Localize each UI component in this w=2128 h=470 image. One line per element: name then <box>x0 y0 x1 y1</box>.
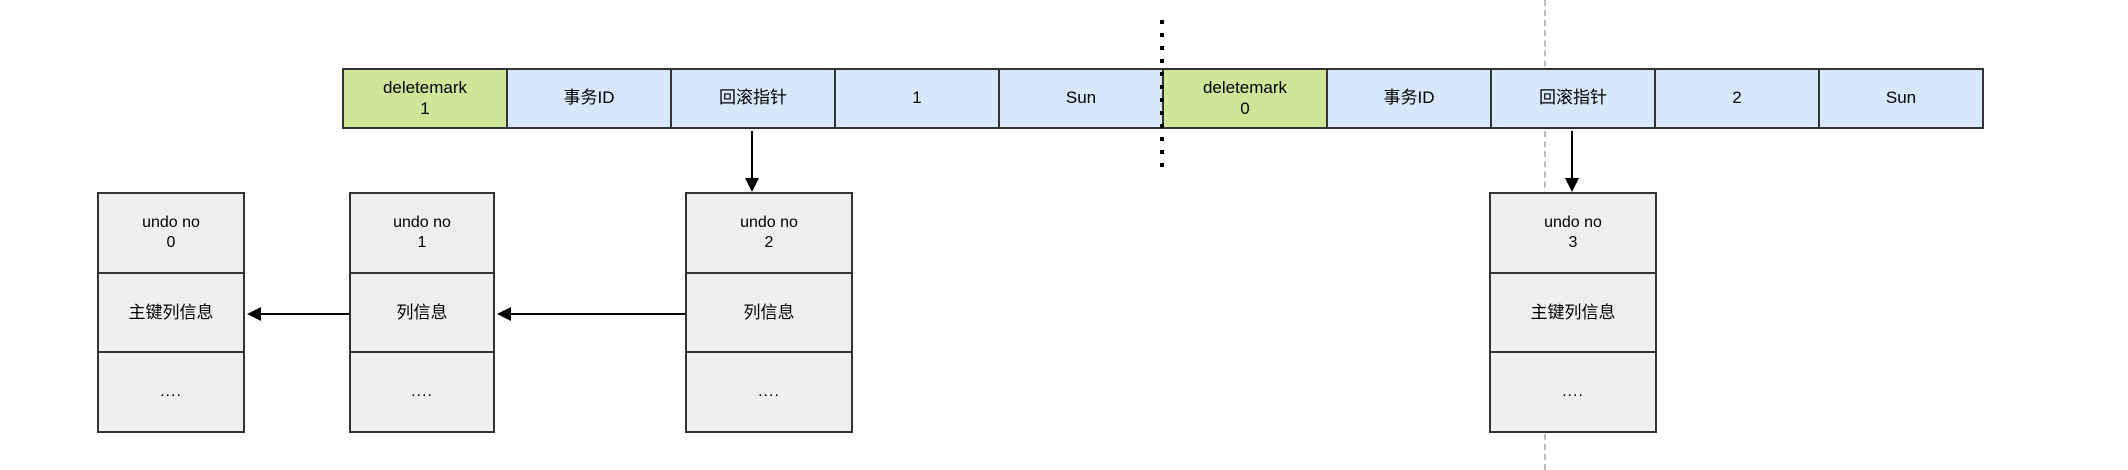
undo-box-1-info: 列信息 <box>351 271 493 352</box>
rollback-arrow-1-line <box>751 131 753 180</box>
chain-arrow-1to0-line <box>261 313 349 315</box>
undo-box-2-title: undo no 2 <box>687 194 851 272</box>
undo-box-0-title-label: undo no 0 <box>142 213 200 251</box>
record1-rollback-pointer-cell: 回滚指针 <box>670 68 836 129</box>
record2-name-value: Sun <box>1885 88 1917 108</box>
undo-box-1-ellipsis-label: .... <box>411 383 433 401</box>
undo-box-3-ellipsis: .... <box>1491 351 1655 431</box>
undo-box-0-info: 主键列信息 <box>99 271 243 352</box>
record1-deletemark-cell: deletemark 1 <box>342 68 508 129</box>
undo-box-2-ellipsis-label: .... <box>758 383 780 401</box>
undo-box-1-title: undo no 1 <box>351 194 493 272</box>
record2-id-value: 2 <box>1732 88 1742 108</box>
record-row: deletemark 1 事务ID 回滚指针 1 Sun deletemark … <box>342 68 1984 129</box>
record2-trx-id-label: 事务ID <box>1383 88 1435 108</box>
undo-box-3: undo no 3 主键列信息 .... <box>1489 192 1657 433</box>
record1-trx-id-cell: 事务ID <box>506 68 672 129</box>
record1-name-value: Sun <box>1065 88 1097 108</box>
undo-box-0-info-label: 主键列信息 <box>128 302 214 322</box>
undo-box-3-info: 主键列信息 <box>1491 271 1655 352</box>
record-separator-dotted-line <box>1160 20 1164 172</box>
undo-box-2-info-label: 列信息 <box>743 302 795 322</box>
undo-box-3-title-label: undo no 3 <box>1544 213 1602 251</box>
record1-deletemark-label: deletemark 1 <box>382 78 468 118</box>
undo-box-2: undo no 2 列信息 .... <box>685 192 853 433</box>
record2-trx-id-cell: 事务ID <box>1326 68 1492 129</box>
record2-name-cell: Sun <box>1818 68 1984 129</box>
record2-rollback-pointer-cell: 回滚指针 <box>1490 68 1656 129</box>
undo-box-2-info: 列信息 <box>687 271 851 352</box>
undo-box-3-info-label: 主键列信息 <box>1530 302 1616 322</box>
rollback-arrow-1-head-icon <box>745 178 759 192</box>
record2-deletemark-cell: deletemark 0 <box>1162 68 1328 129</box>
undo-box-0: undo no 0 主键列信息 .... <box>97 192 245 433</box>
record1-name-cell: Sun <box>998 68 1164 129</box>
undo-box-1: undo no 1 列信息 .... <box>349 192 495 433</box>
undo-box-3-title: undo no 3 <box>1491 194 1655 272</box>
undo-box-0-ellipsis: .... <box>99 351 243 431</box>
undo-box-3-ellipsis-label: .... <box>1562 383 1584 401</box>
undo-box-0-ellipsis-label: .... <box>160 383 182 401</box>
record1-rollback-pointer-label: 回滚指针 <box>719 88 787 108</box>
undo-box-0-title: undo no 0 <box>99 194 243 272</box>
undo-box-2-ellipsis: .... <box>687 351 851 431</box>
rollback-arrow-2-head-icon <box>1565 178 1579 192</box>
record1-id-value: 1 <box>912 88 922 108</box>
undo-box-2-title-label: undo no 2 <box>740 213 798 251</box>
chain-arrow-1to0-head-icon <box>247 307 261 321</box>
record2-id-cell: 2 <box>1654 68 1820 129</box>
record2-deletemark-label: deletemark 0 <box>1202 78 1288 118</box>
record1-id-cell: 1 <box>834 68 1000 129</box>
undo-box-1-ellipsis: .... <box>351 351 493 431</box>
record1-trx-id-label: 事务ID <box>563 88 615 108</box>
rollback-arrow-2-line <box>1571 131 1573 180</box>
chain-arrow-2to1-line <box>511 313 685 315</box>
record2-rollback-pointer-label: 回滚指针 <box>1539 88 1607 108</box>
chain-arrow-2to1-head-icon <box>497 307 511 321</box>
undo-box-1-title-label: undo no 1 <box>393 213 451 251</box>
undo-box-1-info-label: 列信息 <box>396 302 448 322</box>
